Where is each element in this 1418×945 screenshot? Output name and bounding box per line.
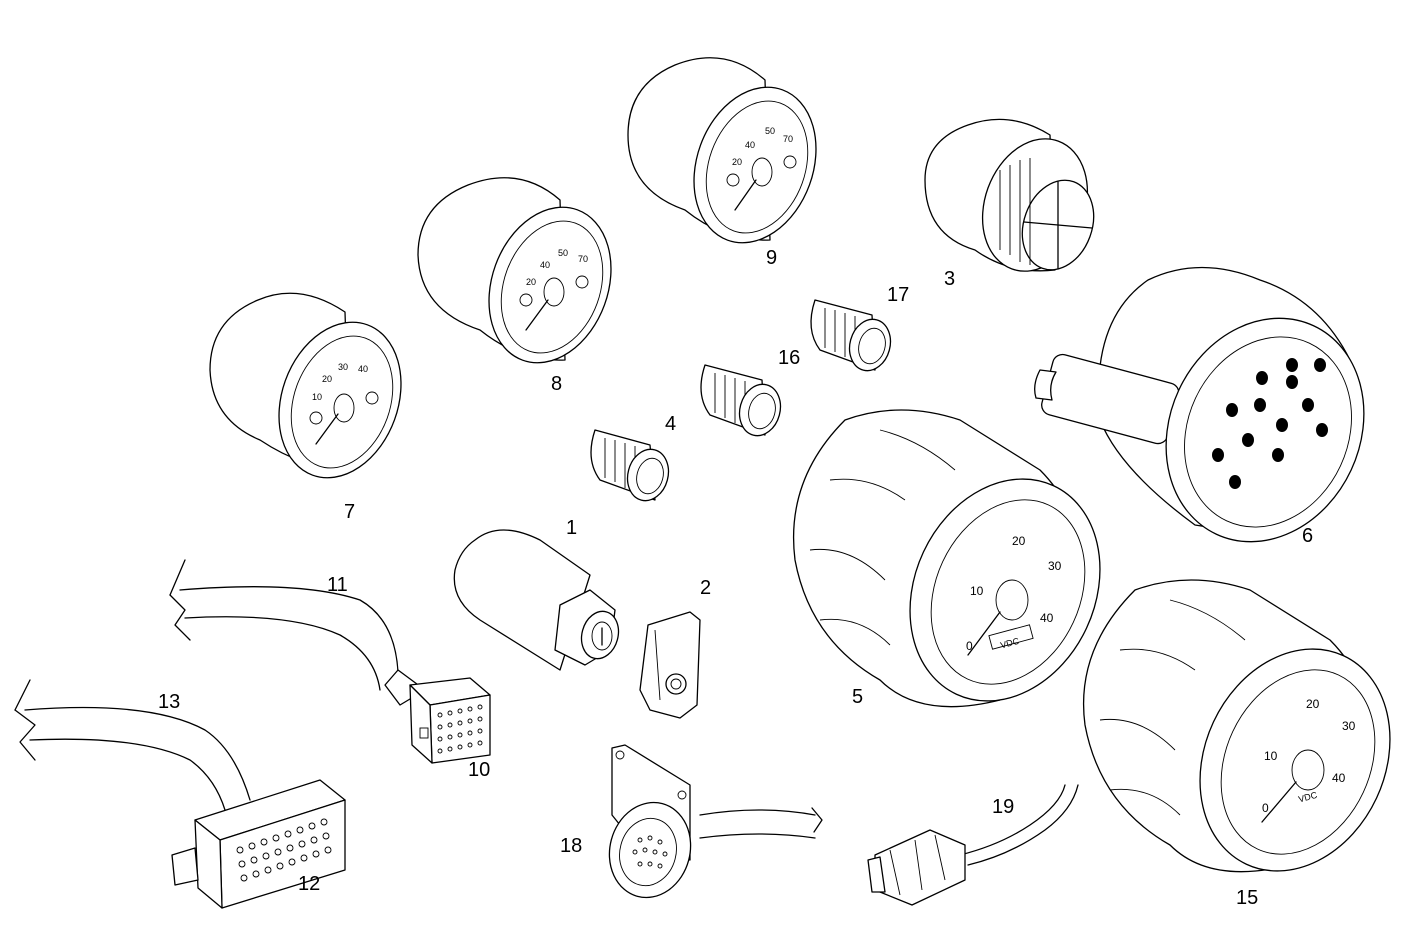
sender-1 [453, 529, 620, 671]
callout-6: 6 [1302, 525, 1313, 547]
voltmeter-5-scale-40: 40 [1040, 611, 1054, 625]
cable-13 [14, 679, 251, 811]
switch-2 [639, 611, 701, 719]
bulb-holder-16 [700, 364, 782, 437]
voltmeter-5-scale-30: 30 [1048, 559, 1062, 573]
gauge-7-scale-30: 30 [338, 362, 348, 372]
voltmeter-15-unit: VDC [1297, 790, 1318, 805]
callout-10: 10 [468, 759, 490, 781]
gauge-8-scale-40: 40 [540, 260, 550, 270]
bulb-holder-17 [810, 299, 892, 372]
callout-18: 18 [560, 835, 582, 857]
callout-11: 11 [327, 574, 348, 596]
voltmeter-5-scale-0: 0 [966, 639, 973, 653]
voltmeter-15: 0 10 20 30 40 VDC [1082, 579, 1391, 873]
connector-10 [384, 669, 491, 764]
voltmeter-15-scale-40: 40 [1332, 771, 1346, 785]
gauge-8-scale-20: 20 [526, 277, 536, 287]
callout-3: 3 [944, 268, 955, 290]
callout-9: 9 [766, 247, 777, 269]
callout-13: 13 [158, 691, 180, 713]
voltmeter-15-scale-0: 0 [1262, 801, 1269, 815]
gauge-7: 10 20 30 40 [209, 292, 402, 479]
connector-12 [171, 779, 346, 909]
connector-19 [867, 784, 1079, 906]
gauge-9-scale-50: 50 [765, 126, 775, 136]
callout-15: 15 [1236, 887, 1258, 909]
voltmeter-15-scale-10: 10 [1264, 749, 1278, 763]
callout-12: 12 [298, 873, 320, 895]
voltmeter-5-scale-10: 10 [970, 584, 984, 598]
callout-4: 4 [665, 413, 676, 435]
gauge-9-scale-40: 40 [745, 140, 755, 150]
gauge-9-scale-20: 20 [732, 157, 742, 167]
gauge-7-scale-10: 10 [312, 392, 322, 402]
gauge-7-scale-20: 20 [322, 374, 332, 384]
voltmeter-5-unit: VDC [999, 636, 1020, 651]
bulb-holder-4 [590, 429, 670, 502]
gauge-9-scale-70: 70 [783, 134, 793, 144]
callout-5: 5 [852, 686, 863, 708]
callout-8: 8 [551, 373, 562, 395]
voltmeter-15-scale-20: 20 [1306, 697, 1320, 711]
voltmeter-5-scale-20: 20 [1012, 534, 1026, 548]
callout-19: 19 [992, 796, 1014, 818]
callout-1: 1 [566, 517, 577, 539]
cable-11 [169, 559, 399, 691]
gauge-8-scale-50: 50 [558, 248, 568, 258]
callout-2: 2 [700, 577, 711, 599]
gauge-8: 20 40 50 70 [417, 177, 612, 364]
gauge-8-scale-70: 70 [578, 254, 588, 264]
voltmeter-5: 0 10 20 30 40 VDC [792, 409, 1101, 708]
callout-16: 16 [778, 347, 800, 369]
gauge-9: 20 40 50 70 [627, 57, 817, 244]
voltmeter-15-scale-30: 30 [1342, 719, 1356, 733]
callout-7: 7 [344, 501, 355, 523]
gauge-6 [1034, 266, 1365, 543]
socket-18 [608, 744, 823, 899]
callout-17: 17 [887, 284, 909, 306]
buzzer-3 [924, 118, 1095, 272]
gauge-7-scale-40: 40 [358, 364, 368, 374]
callout-labels: 1 2 3 4 5 6 7 8 9 10 11 12 13 15 16 17 1… [158, 247, 1313, 909]
